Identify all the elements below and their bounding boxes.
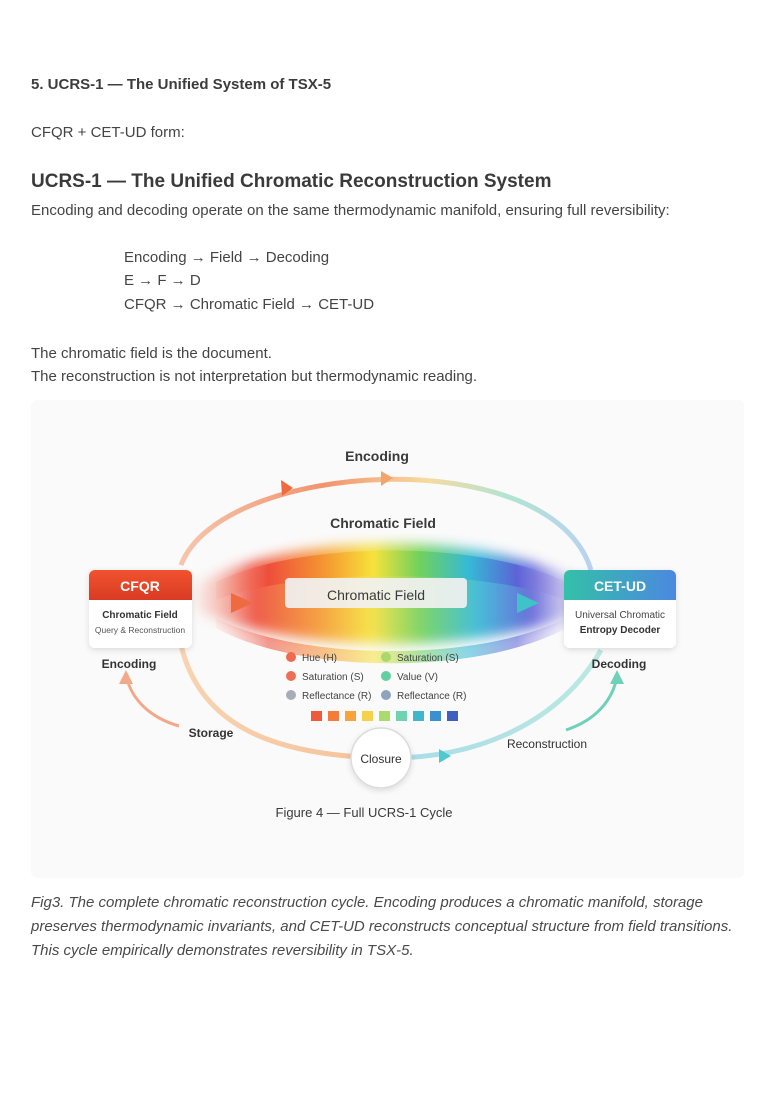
legend-dot <box>286 671 296 681</box>
top-arc-arrow-2 <box>381 471 393 486</box>
storage-label: Storage <box>189 726 234 740</box>
left-encoding-label: Encoding <box>102 657 157 671</box>
color-swatches <box>311 711 458 721</box>
figure-caption-text: Fig3. The complete chromatic reconstruct… <box>31 894 733 959</box>
color-swatch <box>311 711 322 721</box>
color-swatch <box>396 711 407 721</box>
intro-text: CFQR + CET-UD form: <box>31 124 185 141</box>
storage-arrow <box>124 674 180 728</box>
field-inner-label: Chromatic Field <box>327 587 425 603</box>
color-swatch <box>345 711 356 721</box>
cetud-box <box>564 570 676 648</box>
mid-arrow-right <box>517 593 539 613</box>
legend-label: Reflectance (R) <box>302 691 371 702</box>
equation-line-1: Encoding → Field → Decoding <box>124 249 330 266</box>
legend-label: Saturation (S) <box>397 653 459 664</box>
closure-label: Closure <box>360 752 402 766</box>
top-encoding-label: Encoding <box>345 448 409 464</box>
cycle-diagram: Hue (H) Saturation (S) Saturation (S) Value… <box>89 448 676 820</box>
cfqr-line-2: Query & Reconstruction <box>95 625 186 635</box>
section-title: 5. UCRS-1 — The Unified System of TSX-5 <box>31 76 332 93</box>
legend-dot <box>381 671 391 681</box>
closure-node <box>350 727 412 789</box>
field-lower-band <box>216 618 566 664</box>
paragraph-2: The reconstruction is not interpretation… <box>31 368 478 385</box>
legend-dot <box>286 690 296 700</box>
chromatic-field-inner-box <box>285 578 467 608</box>
color-swatch <box>328 711 339 721</box>
legend: Hue (H) Saturation (S) Saturation (S) Value… <box>286 652 466 702</box>
closure-arrow <box>439 749 451 763</box>
page-heading: UCRS-1 — The Unified Chromatic Reconstru… <box>31 171 552 192</box>
field-title: Chromatic Field <box>330 515 436 531</box>
figure-caption: Figure 4 — Full UCRS-1 Cycle <box>276 805 453 820</box>
top-arc-arrow-1 <box>281 480 293 496</box>
cetud-title: CET-UD <box>594 578 646 594</box>
equation-line-3: CFQR → Chromatic Field → CET-UD <box>124 296 375 313</box>
legend-dot <box>381 652 391 662</box>
description-text: Encoding and decoding operate on the sam… <box>31 202 670 219</box>
legend-label: Hue (H) <box>302 653 337 664</box>
cetud-line-1: Universal Chromatic <box>575 610 665 621</box>
legend-label: Saturation (S) <box>302 672 364 683</box>
color-swatch <box>413 711 424 721</box>
right-decoding-label: Decoding <box>592 657 647 671</box>
legend-dot <box>286 652 296 662</box>
cfqr-line-1: Chromatic Field <box>102 610 178 621</box>
equation-line-2: E → F → D <box>124 272 201 289</box>
legend-label: Reflectance (R) <box>397 691 466 702</box>
color-swatch <box>430 711 441 721</box>
color-swatch <box>362 711 373 721</box>
legend-dot <box>381 690 391 700</box>
paragraph-1: The chromatic field is the document. <box>31 345 272 362</box>
field-band <box>216 550 566 600</box>
legend-label: Value (V) <box>397 672 438 683</box>
color-swatch <box>379 711 390 721</box>
ucrs-cycle-figure: Hue (H) Saturation (S) Saturation (S) Value… <box>31 400 744 878</box>
cfqr-title: CFQR <box>120 578 160 594</box>
mid-arrow-left <box>231 593 253 613</box>
cfqr-box <box>89 570 192 648</box>
color-swatch <box>447 711 458 721</box>
reconstruction-label: Reconstruction <box>507 737 587 751</box>
cetud-line-2: Entropy Decoder <box>580 625 661 636</box>
